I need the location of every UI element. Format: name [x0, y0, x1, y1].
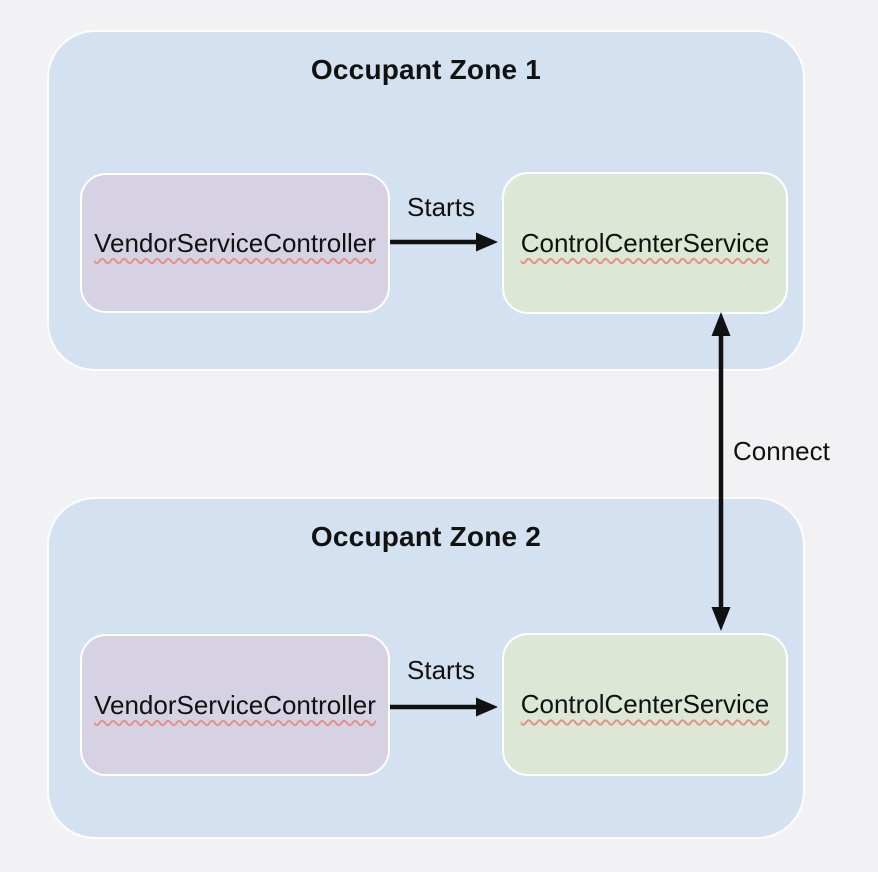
- zone-occupant-zone-1: Occupant Zone 1 VendorServiceController …: [47, 30, 805, 371]
- node-label: VendorServiceController: [94, 227, 376, 258]
- edge-label-starts-zone-2: Starts: [407, 655, 475, 685]
- node-label: VendorServiceController: [94, 689, 376, 720]
- zone-1-title: Occupant Zone 1: [310, 54, 542, 85]
- zone-occupant-zone-2: Occupant Zone 2 VendorServiceController …: [47, 497, 805, 839]
- node-vendor-service-controller-zone-2: VendorServiceController: [80, 634, 390, 776]
- node-label: ControlCenterService: [520, 689, 770, 719]
- node-control-center-service-zone-1: ControlCenterService: [502, 172, 788, 314]
- edge-label-connect: Connect: [733, 436, 830, 466]
- node-control-center-service-zone-2: ControlCenterService: [502, 633, 788, 776]
- node-label: ControlCenterService: [520, 227, 770, 258]
- edge-label-starts-zone-1: Starts: [407, 192, 475, 222]
- node-vendor-service-controller-zone-1: VendorServiceController: [80, 173, 390, 313]
- zone-2-title: Occupant Zone 2: [310, 521, 542, 552]
